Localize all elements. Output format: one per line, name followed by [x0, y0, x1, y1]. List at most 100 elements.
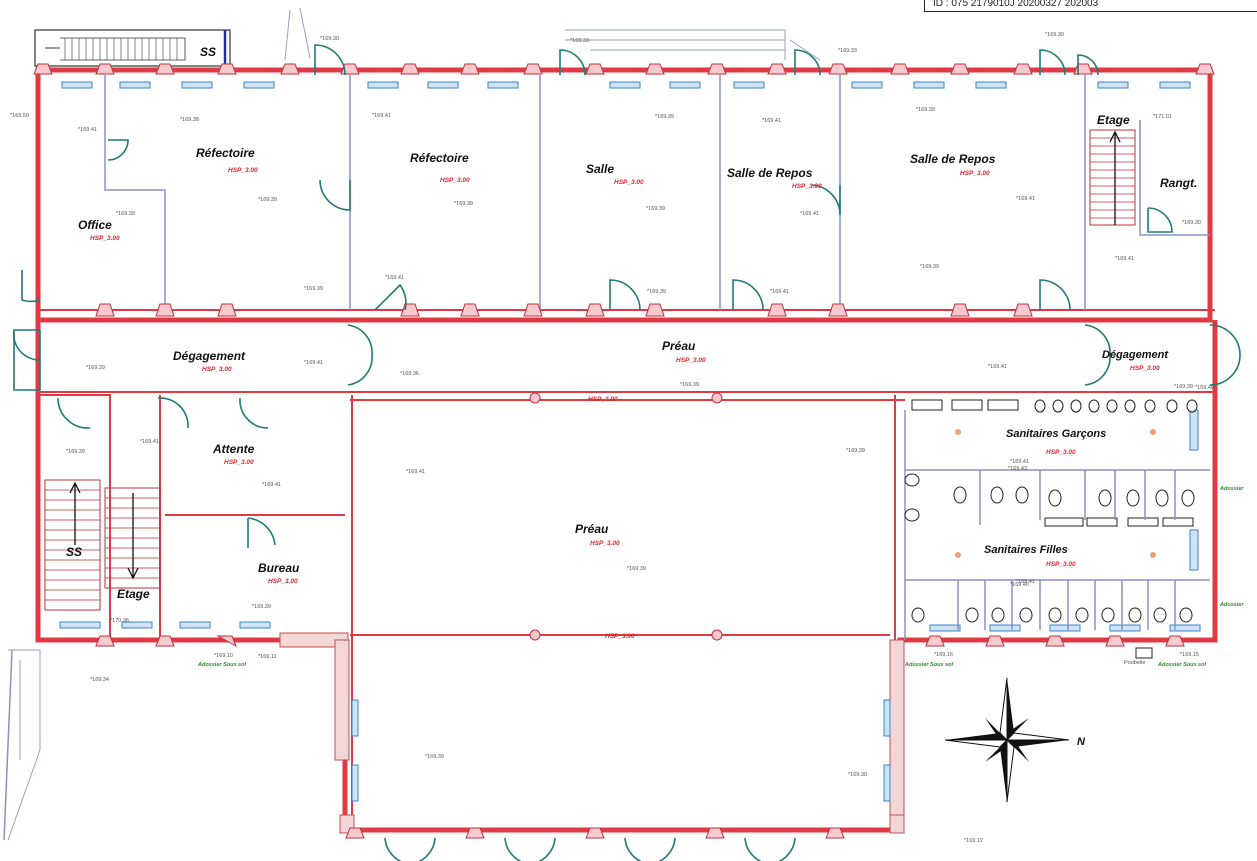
- level-mark: *169.30: [848, 772, 867, 778]
- room-label-attente: Attente: [212, 442, 255, 456]
- level-mark: *169.41: [372, 113, 391, 119]
- hsp-salle-repos-1: HSP_3.00: [792, 183, 822, 190]
- hsp-degagement-right: HSP_3.00: [1130, 365, 1160, 372]
- hsp-bureau: HSP_3.00: [268, 578, 298, 585]
- room-label-degagement-left: Dégagement: [173, 349, 246, 363]
- room-label-etage-bottom: Etage: [117, 587, 150, 601]
- level-mark: *169.40: [1195, 385, 1214, 391]
- level-mark: *169.41: [1016, 196, 1035, 202]
- level-mark: *169.39: [655, 114, 674, 120]
- level-mark: *169.39: [1174, 384, 1193, 390]
- windows: [59, 81, 1201, 802]
- level-mark: *169.41: [988, 364, 1007, 370]
- exterior-label: Adossier: [1219, 602, 1244, 608]
- level-mark: *169.30: [320, 36, 339, 42]
- room-label-salle-repos-2: Salle de Repos: [910, 152, 996, 166]
- level-mark: *169.41: [1016, 579, 1035, 585]
- level-mark: *169.15: [1180, 652, 1199, 658]
- level-mark: *169.39: [846, 448, 865, 454]
- level-mark: *169.40: [1010, 582, 1029, 588]
- level-mark: *169.41: [1010, 459, 1029, 465]
- hsp-refectoire-1: HSP_3.00: [228, 167, 258, 174]
- level-mark: *169.41: [406, 469, 425, 475]
- hsp-preau-main: HSP_3.00: [590, 540, 620, 547]
- room-label-refectoire-2: Réfectoire: [410, 151, 469, 165]
- level-mark: *169.39: [454, 201, 473, 207]
- level-marks: *169.30 *169.33 *169.33 *169.30 *169.50 …: [10, 32, 1214, 844]
- stair-ss-top: [34, 29, 231, 68]
- room-label-office: Office: [78, 218, 112, 232]
- level-mark: *169.39: [627, 566, 646, 572]
- level-mark: *169.16: [934, 652, 953, 658]
- document-id-label: ID : 075 2179010J 20200327 202003: [924, 0, 1257, 12]
- level-mark: *169.39: [66, 449, 85, 455]
- hsp-salle: HSP_3.00: [614, 179, 644, 186]
- level-mark: *169.33: [838, 48, 857, 54]
- exterior-label: Poubelle: [1124, 660, 1145, 666]
- room-label-refectoire-1: Réfectoire: [196, 146, 255, 160]
- room-label-salle: Salle: [586, 162, 614, 176]
- level-mark: *169.39: [647, 289, 666, 295]
- room-label-etage-top: Etage: [1097, 113, 1130, 127]
- level-mark: *169.11: [258, 654, 277, 660]
- level-mark: *169.41: [262, 482, 281, 488]
- level-mark: *169.39: [258, 197, 277, 203]
- room-label-rangt: Rangt.: [1160, 176, 1197, 190]
- exterior-labels: Adossier Sous sol Adossier Sous sol Ados…: [197, 486, 1244, 668]
- level-mark: *169.41: [762, 118, 781, 124]
- level-mark: *169.50: [10, 113, 29, 119]
- hsp-office: HSP_3.00: [90, 235, 120, 242]
- level-mark: *169.41: [800, 211, 819, 217]
- level-mark: *169.34: [90, 677, 109, 683]
- hsp-sanitaires-garcons: HSP_3.00: [1046, 449, 1076, 456]
- level-mark: *169.41: [304, 360, 323, 366]
- level-mark: *169.33: [570, 38, 589, 44]
- hsp-preau-bottom-bar: HSP_3.00: [605, 633, 635, 640]
- room-label-bureau: Bureau: [258, 561, 300, 575]
- level-mark: *169.39: [646, 206, 665, 212]
- hsp-refectoire-2: HSP_3.00: [440, 177, 470, 184]
- level-mark: *169.41: [78, 127, 97, 133]
- level-mark: *169.43: [1008, 466, 1027, 472]
- compass-north-label: N: [1077, 736, 1086, 748]
- level-mark: *169.41: [770, 289, 789, 295]
- room-label-ss-top: SS: [200, 45, 216, 59]
- room-label-sanitaires-garcons: Sanitaires Garçons: [1006, 428, 1106, 440]
- level-mark: *171.01: [1153, 114, 1172, 120]
- hsp-degagement-left: HSP_3.00: [202, 366, 232, 373]
- level-mark: *169.39: [680, 382, 699, 388]
- room-label-sanitaires-filles: Sanitaires Filles: [984, 544, 1068, 556]
- sanitary-fixtures: [904, 399, 1198, 659]
- stairs: [44, 129, 1136, 611]
- room-label-preau-top: Préau: [662, 339, 696, 353]
- level-mark: *169.36: [400, 371, 419, 377]
- hatched-areas: [279, 632, 905, 834]
- hsp-sanitaires-filles: HSP_3.00: [1046, 561, 1076, 568]
- exterior-label: Adossier: [1219, 486, 1244, 492]
- hsp-attente: HSP_3.00: [224, 459, 254, 466]
- exterior-label: Adossier Sous sol: [197, 662, 246, 668]
- level-mark: *169.39: [304, 286, 323, 292]
- exterior-label: Adossier Sous sol: [904, 662, 953, 668]
- level-mark: *169.39: [252, 604, 271, 610]
- level-mark: *169.39: [425, 754, 444, 760]
- room-label-preau-main: Préau: [575, 522, 609, 536]
- hsp-salle-repos-2: HSP_3.00: [960, 170, 990, 177]
- hsp-preau-top-bar: HSP_3.00: [588, 396, 618, 403]
- level-mark: *169.41: [385, 275, 404, 281]
- room-label-degagement-right: Dégagement: [1102, 349, 1169, 361]
- level-mark: *169.39: [86, 365, 105, 371]
- level-mark: *169.10: [214, 653, 233, 659]
- level-mark: *170.36: [110, 618, 129, 624]
- level-mark: *169.41: [140, 439, 159, 445]
- compass-rose: N: [944, 677, 1086, 803]
- level-mark: *169.38: [180, 117, 199, 123]
- level-mark: *169.41: [1115, 256, 1134, 262]
- doors: [12, 44, 1241, 861]
- level-mark: *169.30: [1182, 220, 1201, 226]
- exterior-label: Adossier Sous sol: [1157, 662, 1206, 668]
- room-labels: Réfectoire HSP_3.00 Réfectoire HSP_3.00 …: [66, 45, 1197, 640]
- room-label-salle-repos-1: Salle de Repos: [727, 166, 813, 180]
- level-mark: *169.39: [916, 107, 935, 113]
